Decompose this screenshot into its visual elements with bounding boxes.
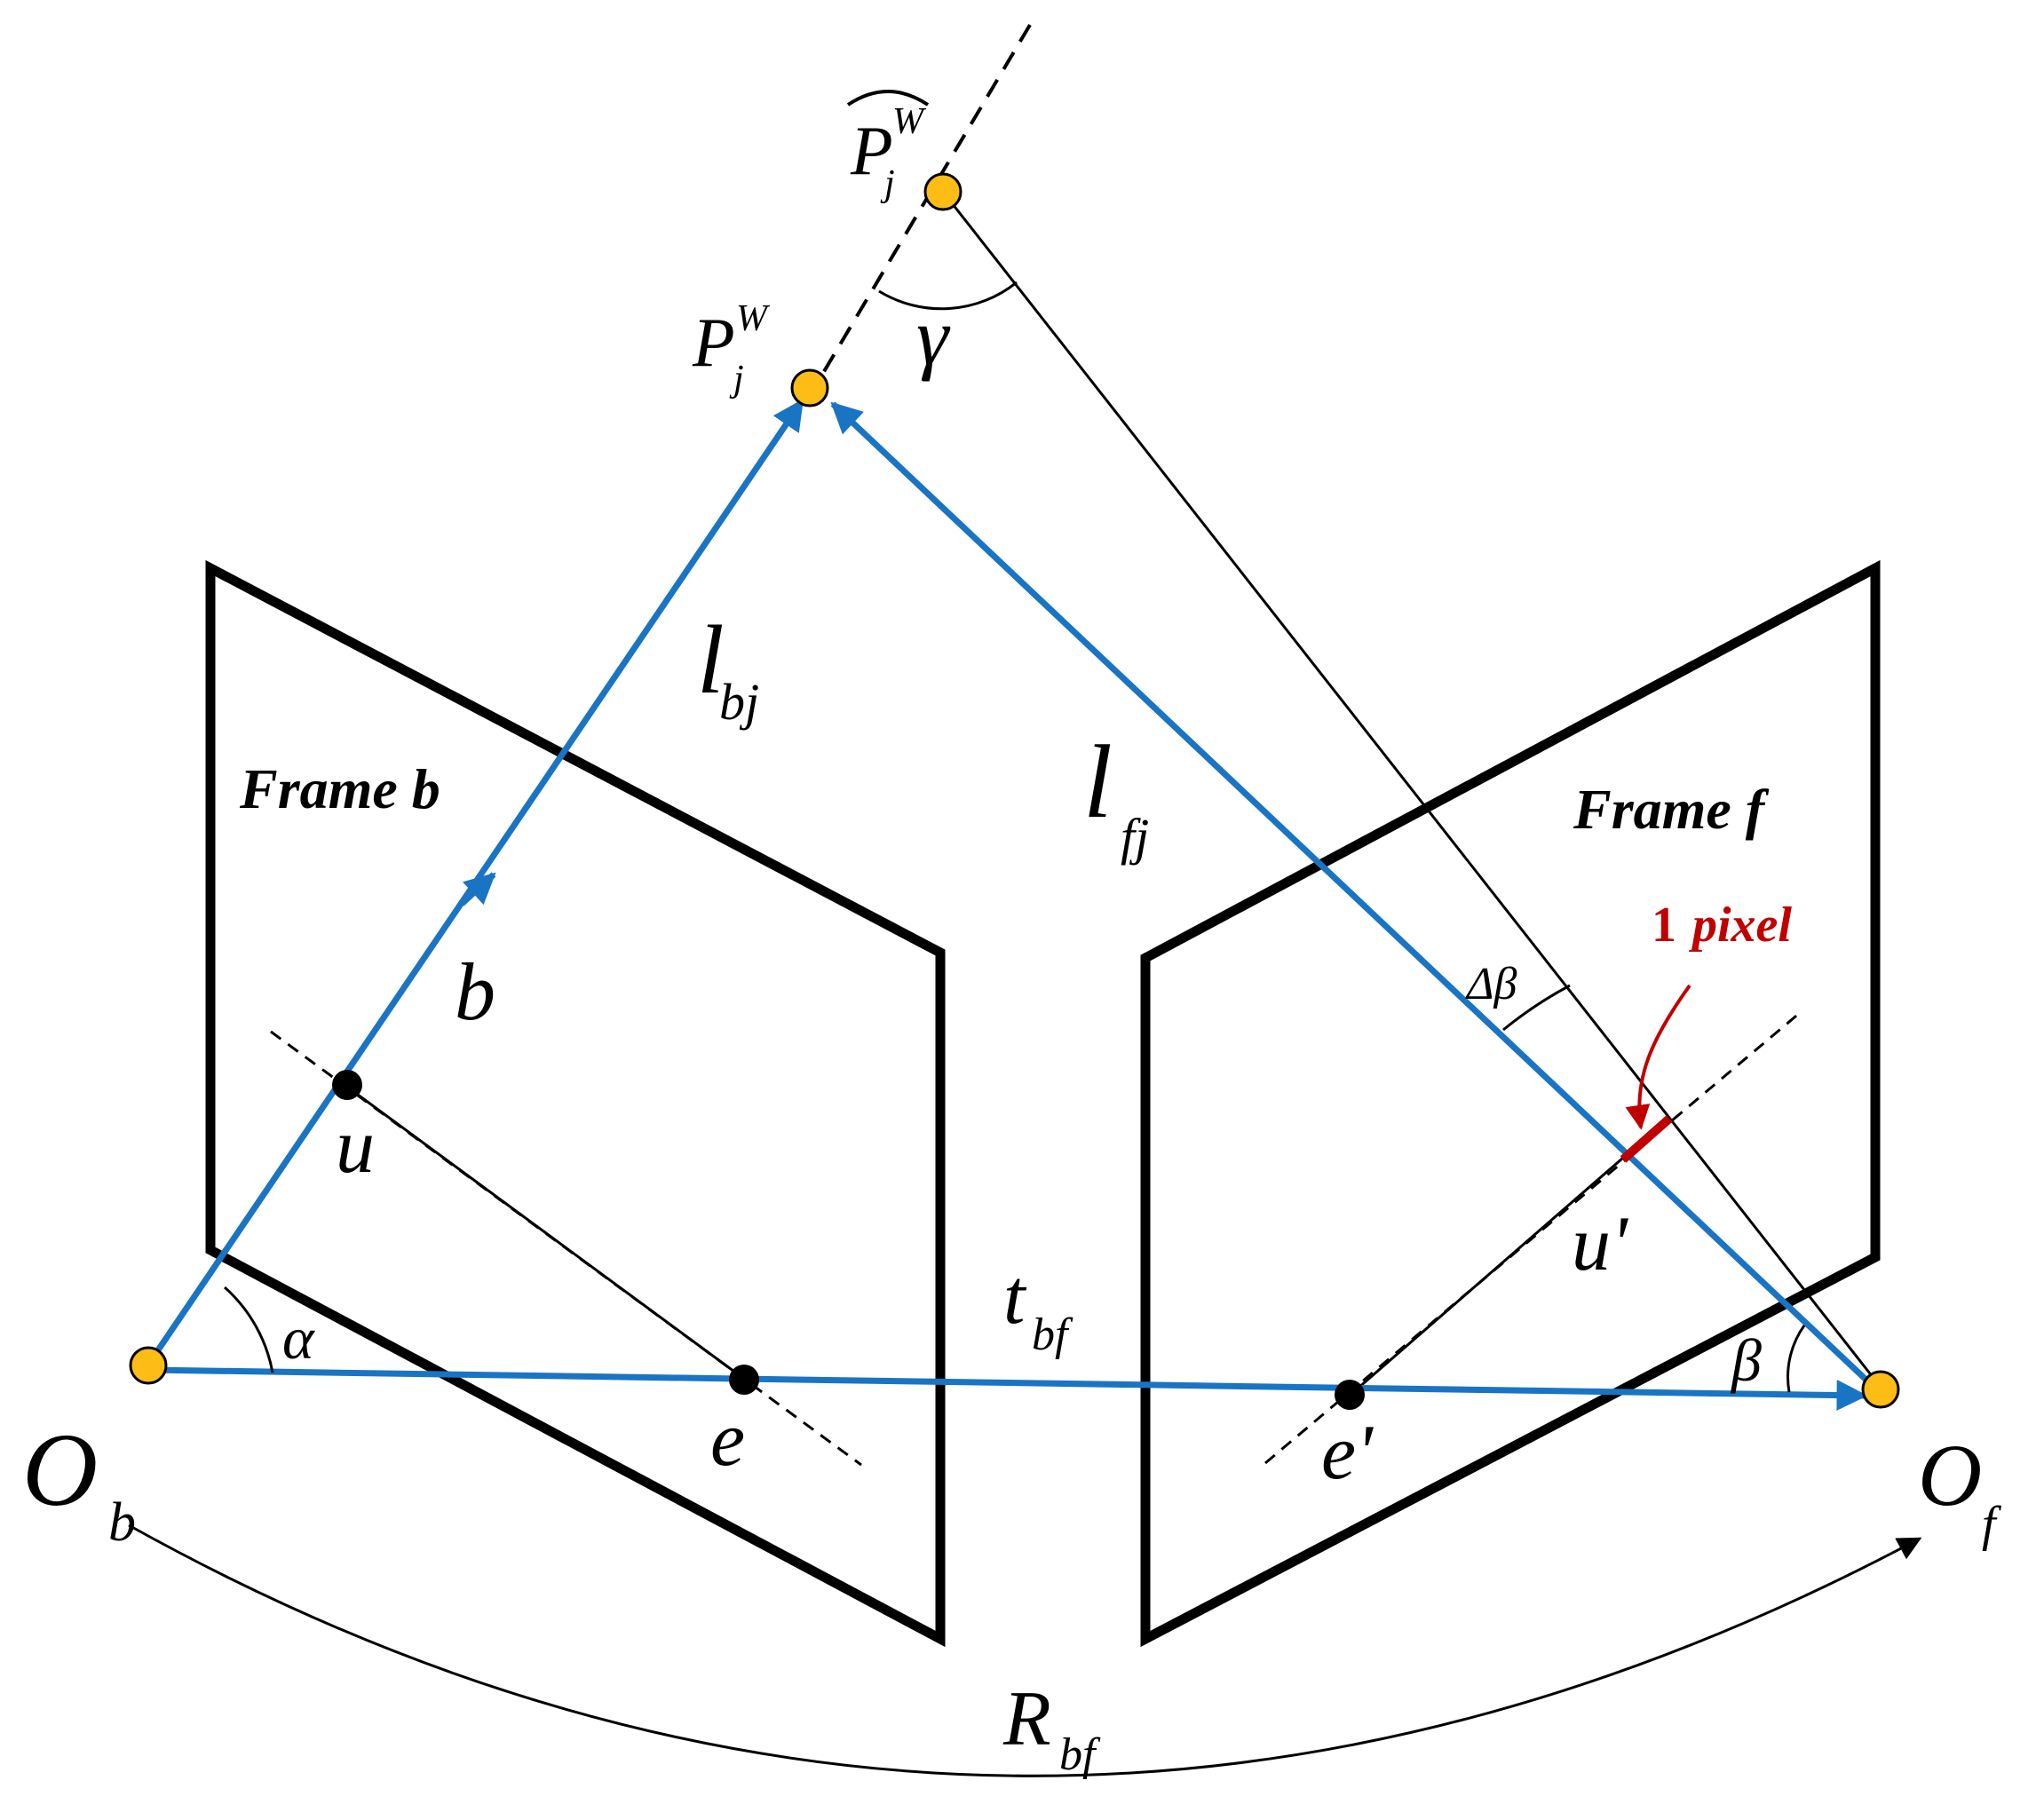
svg-text:fj: fj — [1121, 808, 1149, 866]
point-o-b — [129, 1346, 168, 1385]
pixel-note-unit: pixel — [1689, 898, 1792, 953]
frame-f-plane — [1140, 559, 1881, 1648]
svg-text:P: P — [850, 112, 893, 189]
angle-arc-delta-beta — [1502, 984, 1571, 1032]
baseline-t-bf — [147, 1366, 1868, 1412]
angle-arc-gamma — [878, 281, 1018, 311]
pixel-error-segment — [1620, 1115, 1673, 1163]
svg-text:O: O — [22, 1412, 98, 1528]
ray-extension-dashed — [810, 23, 1032, 394]
label-l-bj: l bj — [697, 605, 759, 731]
label-t-bf: t bf — [1003, 1254, 1073, 1360]
frame-f-label: Frame f — [1573, 778, 1770, 841]
label-r-bf: R bf — [1002, 1676, 1101, 1780]
label-b-vector: b — [455, 946, 495, 1037]
svg-text:O: O — [1918, 1426, 1982, 1524]
label-e: e — [710, 1397, 745, 1483]
label-l-fj: l fj — [1083, 724, 1149, 866]
ray-of-to-p — [830, 401, 1876, 1389]
ray-b-direction-arrow — [459, 872, 496, 906]
label-delta-beta: Δβ — [1465, 959, 1517, 1009]
angle-arc-alpha — [224, 1286, 274, 1373]
pixel-note-count: 1 — [1652, 898, 1676, 953]
point-e — [729, 1365, 759, 1395]
svg-text:P: P — [692, 304, 735, 381]
point-e-prime — [1335, 1380, 1365, 1410]
svg-text:l: l — [697, 605, 725, 714]
svg-text:W: W — [736, 298, 771, 339]
label-beta: β — [1730, 1326, 1762, 1394]
pixel-callout-arrow — [1625, 984, 1691, 1130]
pixel-note-label: 1 pixel — [1652, 898, 1792, 953]
label-alpha: α — [282, 1304, 315, 1372]
label-e-prime: e' — [1321, 1410, 1375, 1496]
svg-text:f: f — [1982, 1497, 2002, 1552]
label-o-f: O f — [1918, 1426, 2002, 1552]
svg-text:W: W — [892, 101, 927, 142]
svg-text:l: l — [1083, 724, 1113, 840]
label-p-hat: P W j ^ — [846, 90, 930, 204]
point-u — [332, 1070, 362, 1100]
epipolar-line-b — [344, 1083, 745, 1381]
frame-b-plane — [205, 559, 946, 1648]
ray-ob-to-p — [146, 399, 804, 1366]
angle-arc-beta — [1787, 1325, 1806, 1393]
svg-text:t: t — [1003, 1254, 1027, 1341]
svg-text:bj: bj — [719, 673, 759, 731]
label-p: P W j — [692, 298, 771, 400]
hat-accent — [846, 90, 930, 107]
svg-text:R: R — [1002, 1676, 1051, 1762]
svg-text:j: j — [729, 359, 744, 400]
frame-b-label: Frame b — [239, 757, 440, 820]
point-p — [790, 368, 829, 408]
point-p-hat — [923, 172, 963, 211]
svg-text:j: j — [880, 163, 895, 204]
label-o-b: O b — [22, 1412, 136, 1553]
rotation-arc-r-bf — [128, 1523, 1922, 1777]
label-u: u — [336, 1104, 375, 1190]
point-o-f — [1861, 1370, 1900, 1409]
label-gamma: γ — [916, 291, 951, 382]
svg-text:b: b — [108, 1492, 136, 1553]
label-u-prime: u' — [1572, 1201, 1629, 1287]
ray-p-hat-to-of — [941, 191, 1884, 1390]
svg-text:bf: bf — [1059, 1729, 1101, 1780]
epipolar-line-f — [1351, 1151, 1630, 1396]
svg-text:bf: bf — [1032, 1310, 1073, 1360]
